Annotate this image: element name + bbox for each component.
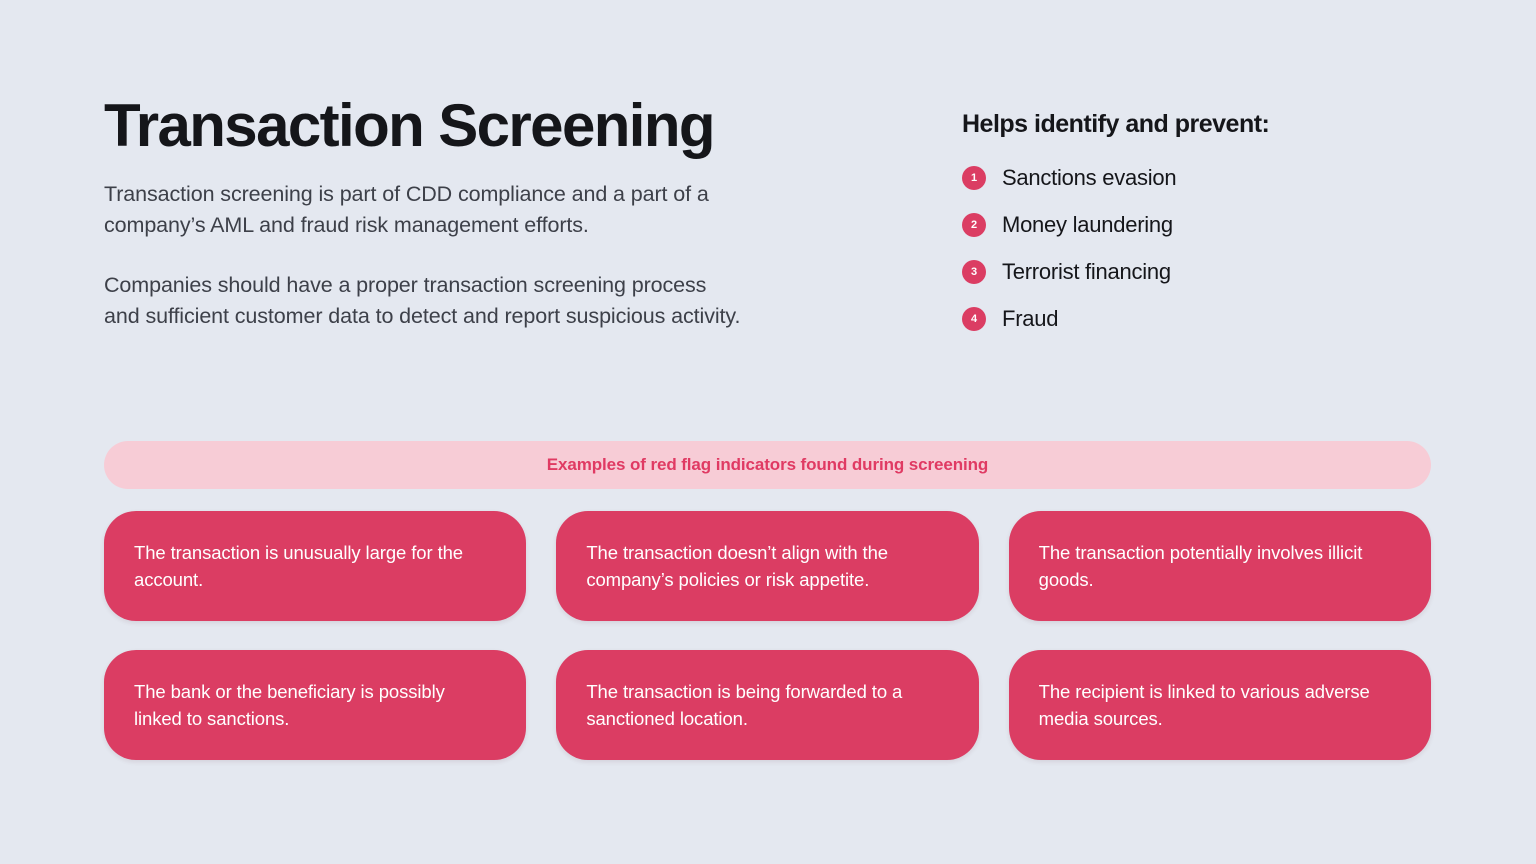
prevent-item-label: Fraud [1002, 306, 1059, 331]
red-flag-card: The transaction is unusually large for t… [104, 511, 527, 621]
number-badge-icon: 2 [962, 213, 986, 237]
list-item: 2 Money laundering [962, 212, 1432, 238]
prevent-item-label: Money laundering [1002, 212, 1173, 237]
number-badge-icon: 1 [962, 166, 986, 190]
red-flag-card: The transaction doesn’t align with the c… [556, 511, 979, 621]
red-flag-card: The transaction is being forwarded to a … [556, 650, 979, 760]
intro-paragraph-1: Transaction screening is part of CDD com… [104, 182, 709, 237]
page-title: Transaction Screening [104, 92, 716, 159]
red-flag-card-text: The transaction is being forwarded to a … [586, 681, 903, 729]
prevent-block: Helps identify and prevent: 1 Sanctions … [962, 92, 1432, 332]
list-item: 1 Sanctions evasion [962, 165, 1432, 191]
number-badge-icon: 4 [962, 307, 986, 331]
intro-block: Transaction Screening Transaction screen… [104, 92, 844, 331]
intro-paragraph-2: Companies should have a proper transacti… [104, 273, 741, 328]
prevent-item-label: Terrorist financing [1002, 259, 1171, 284]
top-section: Transaction Screening Transaction screen… [104, 92, 1432, 332]
list-item: 3 Terrorist financing [962, 259, 1432, 285]
red-flag-card-grid: The transaction is unusually large for t… [104, 511, 1431, 760]
red-flag-card: The recipient is linked to various adver… [1008, 650, 1431, 760]
red-flags-banner-text: Examples of red flag indicators found du… [546, 455, 989, 474]
red-flag-card-text: The transaction potentially involves ill… [1038, 542, 1363, 590]
prevent-item-label: Sanctions evasion [1002, 165, 1177, 190]
red-flag-card-text: The recipient is linked to various adver… [1038, 681, 1370, 729]
red-flags-banner: Examples of red flag indicators found du… [104, 441, 1431, 489]
red-flag-card-text: The bank or the beneficiary is possibly … [134, 681, 445, 729]
red-flag-card: The bank or the beneficiary is possibly … [104, 650, 527, 760]
red-flag-card-text: The transaction doesn’t align with the c… [586, 542, 888, 590]
number-badge-icon: 3 [962, 260, 986, 284]
red-flag-card: The transaction potentially involves ill… [1008, 511, 1431, 621]
prevent-title: Helps identify and prevent: [962, 110, 1270, 138]
red-flag-card-text: The transaction is unusually large for t… [134, 542, 463, 590]
prevent-list: 1 Sanctions evasion 2 Money laundering 3… [962, 165, 1432, 332]
list-item: 4 Fraud [962, 306, 1432, 332]
